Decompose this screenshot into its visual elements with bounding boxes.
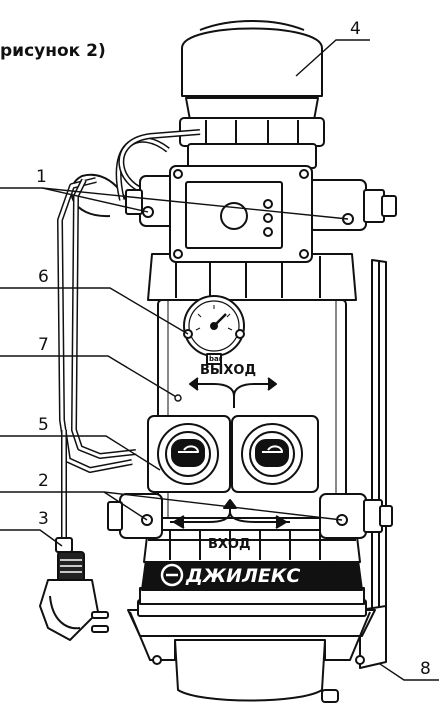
callout-2: 2 bbox=[38, 471, 49, 491]
callout-1: 1 bbox=[36, 167, 47, 187]
pressure-switch-dome bbox=[179, 20, 325, 169]
control-box bbox=[169, 165, 313, 263]
callout-7: 7 bbox=[38, 335, 49, 355]
power-cable bbox=[57, 136, 170, 540]
brand-logo: ДЖИЛЕКС ® bbox=[160, 561, 337, 587]
socket-right bbox=[231, 415, 319, 493]
figure-caption: рисунок 2) bbox=[0, 41, 106, 61]
callout-4: 4 bbox=[350, 19, 361, 39]
outlet-arrows bbox=[189, 377, 277, 408]
gauge-unit: bar bbox=[209, 355, 223, 363]
callout-6: 6 bbox=[38, 267, 49, 287]
inlet-label: ВХОД bbox=[208, 537, 251, 552]
outlet-label: ВЫХОД bbox=[200, 363, 256, 378]
callout-8: 8 bbox=[420, 659, 431, 679]
pump-base bbox=[127, 587, 376, 702]
inlet-port-left bbox=[107, 493, 163, 539]
power-plug bbox=[39, 537, 109, 641]
socket-left bbox=[147, 415, 231, 493]
pressure-gauge bbox=[183, 295, 245, 365]
brand-mark: ® bbox=[328, 561, 337, 571]
inlet-arrows bbox=[170, 499, 290, 529]
callout-lines bbox=[0, 39, 439, 681]
inlet-port-right bbox=[319, 493, 393, 539]
callout-5: 5 bbox=[38, 415, 49, 435]
callout-3: 3 bbox=[38, 509, 49, 529]
brand-text: ДЖИЛЕКС bbox=[185, 565, 300, 587]
side-tube-right bbox=[307, 179, 397, 231]
